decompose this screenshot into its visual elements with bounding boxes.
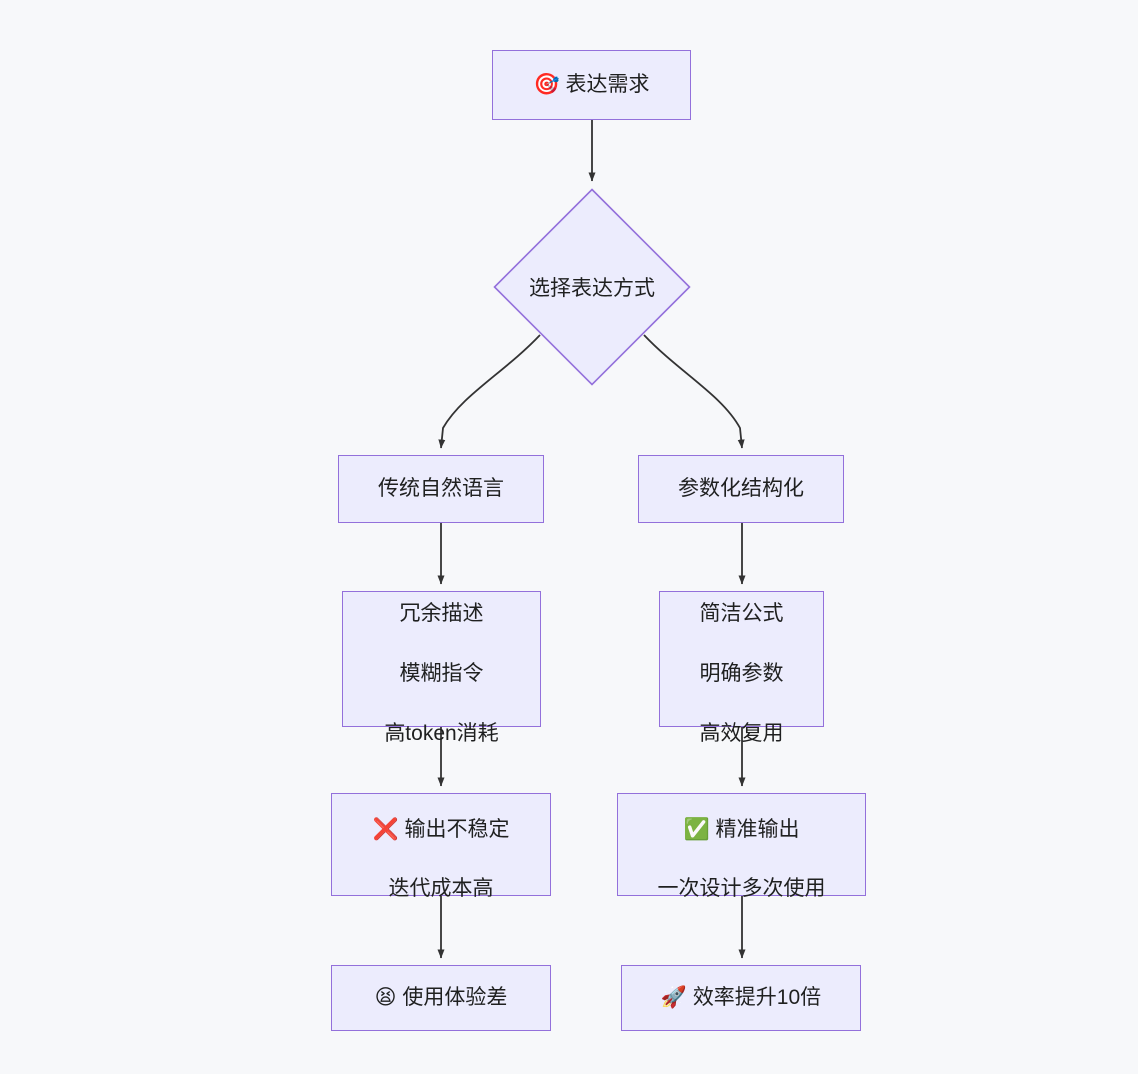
node-bad-result[interactable]: ❌ 输出不稳定 迭代成本高 (331, 793, 551, 900)
edge-decide-to-traditional (438, 334, 541, 449)
node-bad-final-text: 使用体验差 (402, 986, 508, 1010)
cross-mark-icon: ❌ (372, 816, 399, 841)
node-traditional[interactable]: 传统自然语言 (338, 455, 544, 523)
direct-hit-icon: 🎯 (533, 72, 560, 97)
node-traditional-label: 传统自然语言 (378, 477, 504, 501)
good-result-line-2: 一次设计多次使用 (657, 877, 826, 901)
node-parameterized-detail-label: 简洁公式 明确参数 高效复用 (700, 570, 784, 749)
good-result-line-1: 精准输出 (715, 817, 800, 841)
node-parameterized-detail[interactable]: 简洁公式 明确参数 高效复用 (659, 591, 824, 745)
weary-face-icon: 😫 (374, 985, 397, 1010)
node-traditional-detail-label: 冗余描述 模糊指令 高token消耗 (384, 570, 498, 749)
node-start-text: 表达需求 (565, 73, 650, 97)
node-bad-result-label: ❌ 输出不稳定 迭代成本高 (373, 785, 510, 904)
detail-line-1: 冗余描述 (399, 602, 484, 626)
edge-decide-to-parameterized (643, 334, 745, 449)
bad-result-line-2: 迭代成本高 (388, 877, 494, 901)
node-good-final-text: 效率提升10倍 (692, 986, 822, 1010)
node-decision[interactable]: 选择表达方式 (493, 188, 691, 386)
detail-line-2: 明确参数 (699, 662, 784, 685)
node-good-result[interactable]: ✅ 精准输出 一次设计多次使用 (617, 793, 866, 900)
node-start-label: 🎯 表达需求 (534, 70, 650, 100)
detail-line-1: 简洁公式 (699, 602, 784, 626)
check-mark-button-icon: ✅ (683, 816, 710, 841)
node-bad-final[interactable]: 😫 使用体验差 (331, 965, 551, 1031)
detail-line-3: 高token消耗 (384, 721, 499, 745)
detail-line-2: 模糊指令 (399, 662, 484, 685)
bad-result-line-1: 输出不稳定 (404, 817, 510, 841)
node-start[interactable]: 🎯 表达需求 (492, 50, 691, 120)
node-parameterized-label: 参数化结构化 (678, 477, 804, 501)
node-decision-label: 选择表达方式 (529, 277, 655, 300)
diamond-shape (493, 188, 691, 386)
node-good-result-label: ✅ 精准输出 一次设计多次使用 (658, 785, 826, 904)
node-good-final-label: 🚀 效率提升10倍 (661, 983, 821, 1013)
node-bad-final-label: 😫 使用体验差 (375, 983, 508, 1013)
node-good-final[interactable]: 🚀 效率提升10倍 (621, 965, 861, 1031)
node-traditional-detail[interactable]: 冗余描述 模糊指令 高token消耗 (342, 591, 541, 745)
node-parameterized[interactable]: 参数化结构化 (638, 455, 844, 523)
rocket-icon: 🚀 (660, 985, 687, 1010)
detail-line-3: 高效复用 (699, 721, 784, 745)
